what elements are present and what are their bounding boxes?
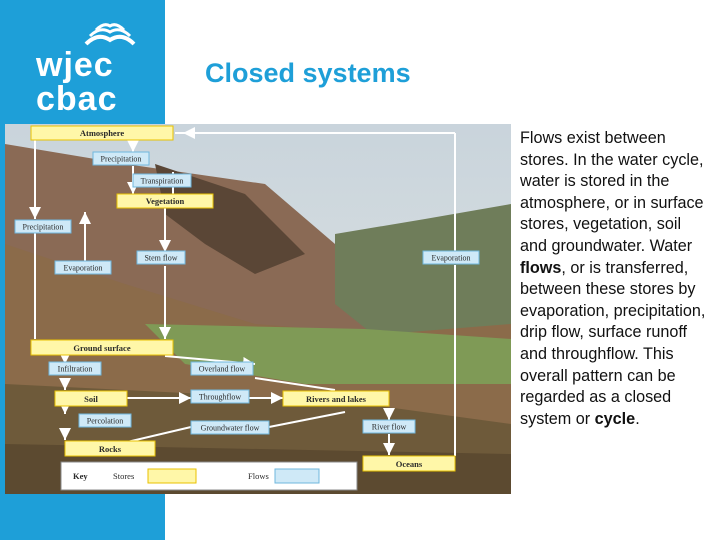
flow-arrows <box>29 127 456 456</box>
store-ground-surface: Ground surface <box>73 343 130 353</box>
store-rocks: Rocks <box>99 444 122 454</box>
landscape-photo <box>5 124 511 494</box>
flow-evaporation-left: Evaporation <box>63 264 102 273</box>
flow-throughflow: Throughflow <box>199 393 241 402</box>
key-stores-label: Stores <box>113 471 134 481</box>
slide-title: Closed systems <box>205 58 411 88</box>
flow-overland-flow: Overland flow <box>199 365 246 374</box>
wjec-cbac-logo: wjec cbac <box>30 20 140 118</box>
store-rivers-lakes: Rivers and lakes <box>306 394 367 404</box>
diagram-key: Key Stores Flows <box>60 461 358 491</box>
store-oceans: Oceans <box>396 459 423 469</box>
store-atmosphere: Atmosphere <box>80 128 124 138</box>
emphasis-cycle: cycle <box>594 409 636 428</box>
body-text-3: . <box>635 409 640 428</box>
store-soil: Soil <box>84 394 98 404</box>
emphasis-flows: flows <box>520 258 562 277</box>
flow-transpiration: Transpiration <box>141 177 184 186</box>
flow-precipitation-top: Precipitation <box>101 155 142 164</box>
water-cycle-diagram: Atmosphere Vegetation Ground surface Soi… <box>5 124 511 494</box>
flow-percolation: Percolation <box>87 417 123 426</box>
body-text-2: , or is transferred, between these store… <box>520 258 706 428</box>
flow-boxes: Precipitation Transpiration Precipitatio… <box>14 151 480 435</box>
flow-stem-flow: Stem flow <box>144 254 177 263</box>
flow-precipitation-left: Precipitation <box>23 223 64 232</box>
store-vegetation: Vegetation <box>146 196 185 206</box>
key-flow-swatch <box>274 468 320 484</box>
body-text-1: Flows exist between stores. In the water… <box>520 129 704 255</box>
flow-infiltration: Infiltration <box>58 365 93 374</box>
book-icon <box>84 23 136 46</box>
flow-groundwater-flow: Groundwater flow <box>201 424 260 433</box>
store-boxes: Atmosphere Vegetation Ground surface Soi… <box>30 125 456 472</box>
key-flows-label: Flows <box>248 471 269 481</box>
body-paragraph: Flows exist between stores. In the water… <box>520 128 712 430</box>
flow-evaporation-right: Evaporation <box>431 254 470 263</box>
logo-line-1: wjec <box>36 46 114 84</box>
key-title: Key <box>73 471 88 481</box>
flow-river-flow: River flow <box>372 423 407 432</box>
key-store-swatch <box>147 468 197 484</box>
logo-line-2: cbac <box>36 80 118 118</box>
